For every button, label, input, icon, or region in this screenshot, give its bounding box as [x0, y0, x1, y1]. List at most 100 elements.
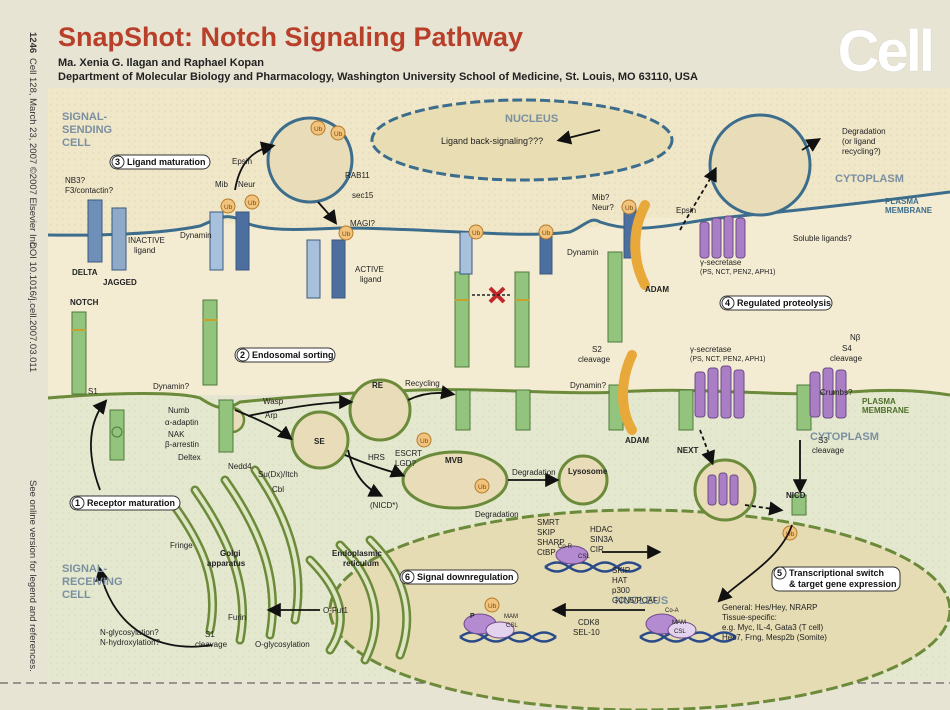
label-gcn5: GCN5/PCAF: [612, 596, 658, 605]
label-coa: Co-A: [665, 608, 679, 614]
label-adam: ADAM: [645, 285, 669, 294]
label-hat: HAT: [612, 576, 628, 585]
label-fut1: O-Fut1: [323, 606, 348, 615]
label-ctbp: CtBP: [537, 548, 556, 557]
label-mvb: MVB: [445, 456, 463, 465]
label-sending-2: SENDING: [62, 124, 112, 136]
label-cor: Co-R: [558, 544, 573, 550]
page-number: 1246: [27, 32, 38, 54]
label-mib: Mib: [215, 180, 228, 189]
label-gsec-top-2: (PS, NCT, PEN2, APH1): [700, 269, 775, 276]
label-sin3a: SIN3A: [590, 535, 614, 544]
label-escrt-2: LGD?: [395, 459, 416, 468]
svg-text:1: 1: [75, 498, 80, 508]
label-sel10: SEL-10: [573, 628, 600, 637]
label-degradation-top-2: (or ligand: [842, 137, 875, 146]
label-hdac: HDAC: [590, 525, 613, 534]
label-furin: Furin: [228, 613, 246, 622]
label-s2-2: cleavage: [578, 355, 611, 364]
delta-ligand-inactive: [87, 199, 103, 263]
label-skip: SKIP: [537, 528, 555, 537]
ub-circle-icon: [220, 120, 798, 613]
next-fragment: [678, 389, 694, 431]
label-nucleus-top: NUCLEUS: [505, 113, 558, 125]
label-pm-bottom-1: PLASMA: [862, 397, 896, 406]
label-dynamin-2: Dynamin: [567, 248, 599, 257]
label-dynamin-q2: Dynamin?: [570, 381, 607, 390]
label-sudx: Su(Dx)/Itch: [258, 470, 298, 479]
label-dynamin-q: Dynamin?: [153, 382, 190, 391]
ub-label-7: Ub: [542, 230, 551, 237]
label-p: P: [470, 613, 475, 620]
label-delta: DELTA: [72, 268, 98, 277]
label-crumbs: Crumbs?: [820, 388, 853, 397]
label-rab11: RAB11: [345, 171, 370, 180]
label-sending-1: SIGNAL-: [62, 111, 108, 123]
label-hrs: HRS: [368, 453, 385, 462]
label-nb: Nβ: [850, 333, 861, 342]
ub-label-2: Ub: [334, 131, 343, 138]
label-pm-bottom-2: MEMBRANE: [862, 406, 910, 415]
mvb-vesicle: [401, 450, 509, 510]
label-sec15: sec15: [352, 191, 374, 200]
label-epsin-2: Epsin: [676, 206, 696, 215]
gamma-secretase-bottom: [694, 365, 847, 419]
label-oglyc: O-glycosylation: [255, 640, 310, 649]
label-s4-1: S4: [842, 344, 852, 353]
label-eg: e.g. Myc, IL-4, Gata3 (T cell): [722, 623, 824, 632]
ub-label-10: Ub: [478, 484, 487, 491]
label-adaptin: α-adaptin: [165, 418, 199, 427]
label-notch: NOTCH: [70, 298, 99, 307]
label-cdk8: CDK8: [578, 618, 600, 627]
label-s1c-2: cleavage: [195, 640, 228, 649]
label-pm-top-2: MEMBRANE: [885, 206, 933, 215]
label-active-1: ACTIVE: [355, 265, 384, 274]
svg-text:4: 4: [725, 298, 730, 308]
sidebar: 1246 Cell 128, March 23, 2007 ©2007 Else…: [6, 20, 46, 672]
label-neur: Neur: [238, 180, 256, 189]
label-nicd-q: (NICD*): [370, 501, 398, 510]
authors: Ma. Xenia G. Ilagan and Raphael Kopan: [58, 57, 264, 69]
gamma-secretase-top: [699, 215, 746, 259]
label-re: RE: [372, 381, 384, 390]
label-gsec-top-1: γ-secretase: [700, 258, 742, 267]
label-degradation-top-1: Degradation: [842, 127, 886, 136]
label-skip-2: SKIP: [612, 566, 630, 575]
label-nedd4: Nedd4: [228, 462, 252, 471]
label-er-1: Endoplasmic: [332, 549, 382, 558]
label-inactive-2: ligand: [134, 246, 155, 255]
pathway-arrows: [90, 129, 822, 648]
label-f3: F3/contactin?: [65, 186, 114, 195]
label-magi: MAGI?: [350, 219, 375, 228]
label-cytoplasm-top: CYTOPLASM: [835, 173, 904, 185]
label-numb: Numb: [168, 406, 190, 415]
notch-s3-fragment: [791, 384, 812, 516]
label-gsec-b-1: γ-secretase: [690, 345, 732, 354]
svg-text:6: 6: [405, 572, 410, 582]
step-5-label-b: & target gene expression: [789, 579, 897, 589]
label-cir: CIR: [590, 545, 604, 554]
gamma-secretase-endosome: [707, 472, 739, 506]
label-er-2: reticulum: [343, 559, 379, 568]
ub-label-12: Ub: [488, 603, 497, 610]
label-adam-2: ADAM: [625, 436, 649, 445]
label-s1c-1: S1: [205, 630, 215, 639]
header: SnapShot: Notch Signaling Pathway Ma. Xe…: [58, 22, 698, 83]
label-inactive-1: INACTIVE: [128, 236, 165, 245]
label-arp: Arp: [265, 411, 278, 420]
step-2-label: Endosomal sorting: [252, 350, 334, 360]
label-tissue: Tissue-specific:: [722, 613, 777, 622]
label-gsec-b-2: (PS, NCT, PEN2, APH1): [690, 356, 765, 363]
label-receiving-1: SIGNAL-: [62, 563, 108, 575]
online-note: See online version for legend and refere…: [27, 480, 38, 672]
adam-protease-top: [630, 200, 650, 290]
svg-text:3: 3: [115, 157, 120, 167]
citation: Cell 128, March 23, 2007 ©2007 Elsevier …: [27, 58, 38, 250]
step-1-label: Receptor maturation: [87, 498, 175, 508]
label-degradation-top-3: recycling?): [842, 147, 881, 156]
notch-receptor-1: [71, 311, 125, 461]
ub-label-4: Ub: [248, 200, 257, 207]
ligand-pair-endocytosis: [209, 211, 250, 271]
recycling-endosome: [348, 378, 412, 442]
